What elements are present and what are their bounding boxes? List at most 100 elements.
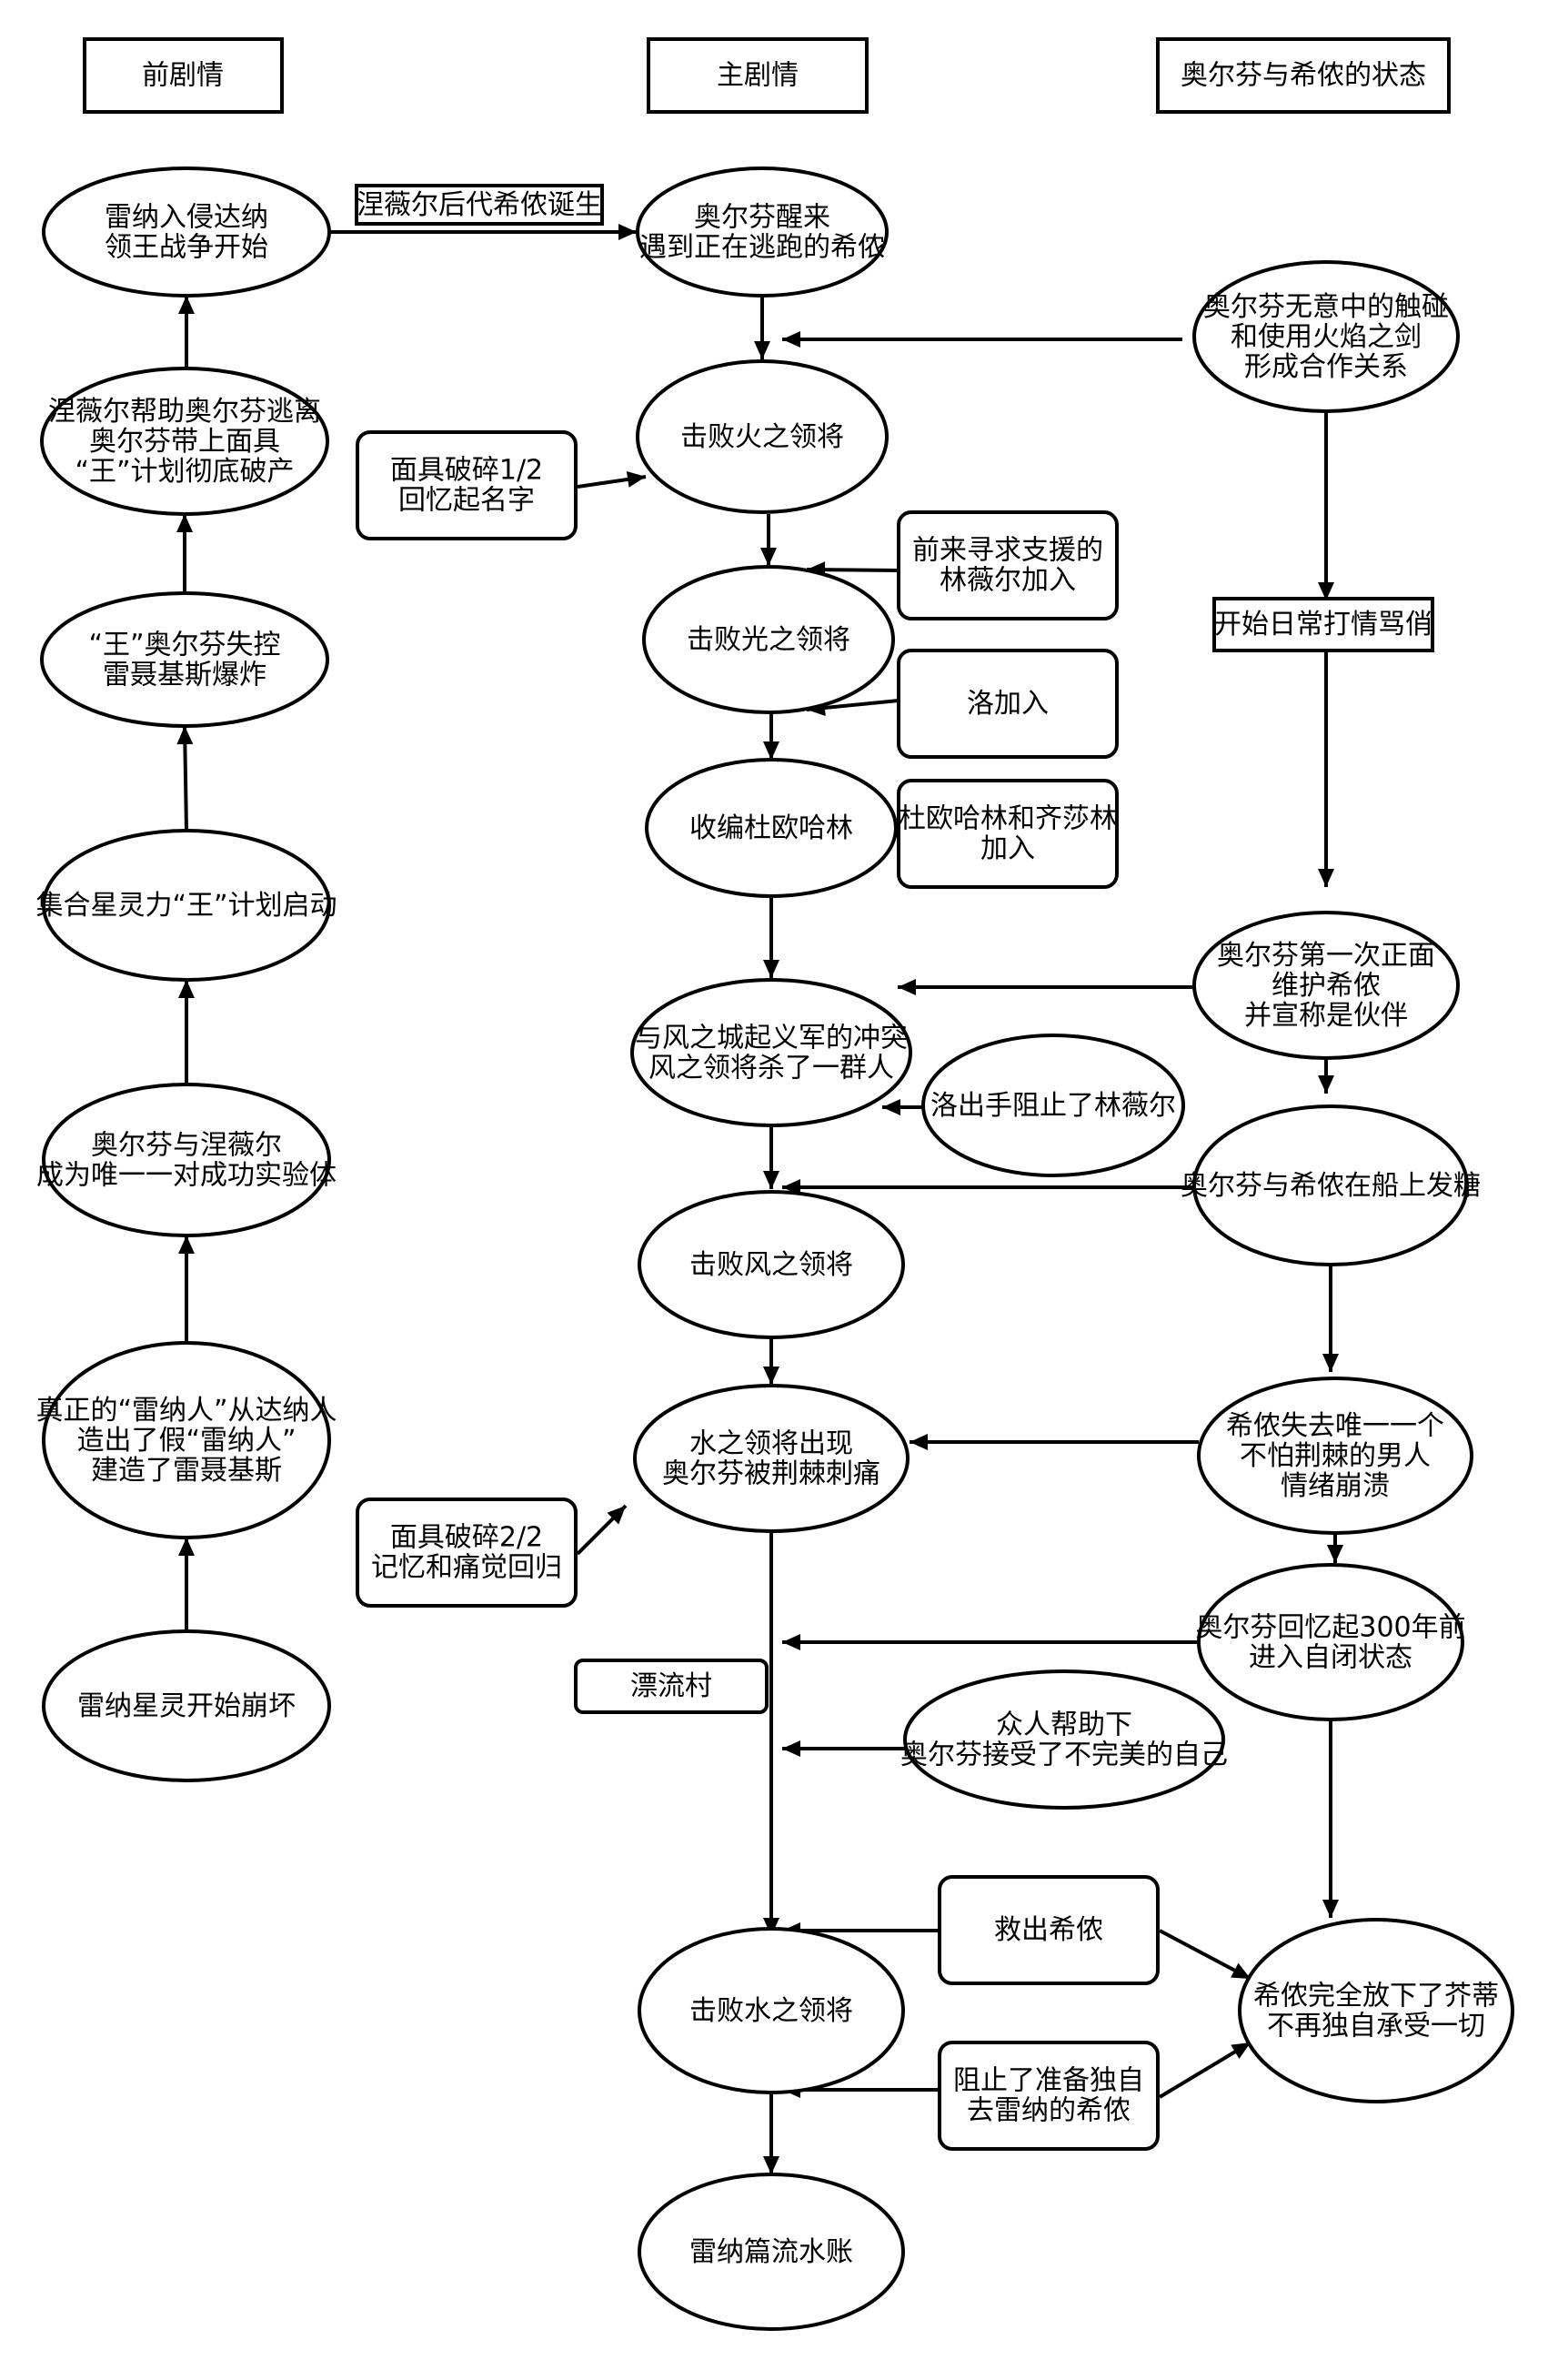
arrowhead bbox=[178, 980, 195, 998]
main-node-light: 击败光之领将 bbox=[642, 565, 895, 714]
prequel-node-escape: 涅薇尔帮助奥尔芬逃离奥尔芬带上面具“王”计划彻底破产 bbox=[40, 367, 329, 516]
arrowhead bbox=[178, 1538, 195, 1556]
header-prequel-label: 前剧情 bbox=[142, 60, 224, 92]
edge-label-birth: 涅薇尔后代希侬诞生 bbox=[355, 184, 604, 226]
arrowhead bbox=[754, 341, 770, 359]
text-line: 集合星灵力“王”计划启动 bbox=[35, 890, 337, 922]
arrowhead bbox=[763, 960, 779, 978]
prequel-node-collapse-text: 雷纳星灵开始崩坏 bbox=[77, 1690, 296, 1722]
status-node-ship: 奥尔芬与希侬在船上发糖 bbox=[1181, 1104, 1481, 1266]
text-line: 与风之城起义军的冲突 bbox=[635, 1022, 908, 1054]
text-line: 洛出手阻止了林薇尔 bbox=[930, 1090, 1176, 1122]
side-village-text: 漂流村 bbox=[630, 1670, 712, 1702]
side-rescue-text: 救出希侬 bbox=[994, 1914, 1103, 1946]
main-node-water-text: 击败水之领将 bbox=[689, 1995, 853, 2027]
main-node-wind: 击败风之领将 bbox=[638, 1190, 905, 1339]
text-line: 涅薇尔后代希侬诞生 bbox=[357, 189, 602, 221]
text-line: 奥尔芬无意中的触碰 bbox=[1203, 291, 1449, 323]
text-line: 阻止了准备独自 bbox=[953, 2064, 1144, 2096]
text-line: 进入自闭状态 bbox=[1249, 1641, 1412, 1673]
text-line: 形成合作关系 bbox=[1244, 351, 1408, 383]
status-node-let-go: 希侬完全放下了芥蒂不再独自承受一切 bbox=[1238, 1918, 1514, 2103]
main-node-rena-text: 雷纳篇流水账 bbox=[689, 2236, 853, 2268]
text-line: 领王战争开始 bbox=[105, 231, 268, 263]
prequel-node-escape-text: 涅薇尔帮助奥尔芬逃离奥尔芬带上面具“王”计划彻底破产 bbox=[48, 396, 321, 488]
arrowhead bbox=[763, 741, 779, 760]
text-line: 风之领将杀了一群人 bbox=[648, 1052, 894, 1084]
arrowhead bbox=[1322, 1354, 1339, 1372]
text-line: 不怕荆棘的男人 bbox=[1240, 1440, 1431, 1472]
arrowhead bbox=[882, 1099, 900, 1115]
text-line: 建造了雷聂基斯 bbox=[91, 1455, 282, 1487]
status-node-protect-text: 奥尔芬第一次正面维护希侬并宣称是伙伴 bbox=[1217, 940, 1435, 1032]
side-duo-text: 杜欧哈林和齐莎林加入 bbox=[899, 802, 1117, 864]
text-line: 奥尔芬醒来 bbox=[694, 201, 830, 233]
text-line: 奥尔芬被荆棘刺痛 bbox=[662, 1457, 880, 1489]
main-node-duo-text: 收编杜欧哈林 bbox=[689, 812, 853, 844]
text-line: 漂流村 bbox=[630, 1670, 712, 1702]
text-line: 击败火之领将 bbox=[680, 421, 844, 453]
text-line: 奥尔芬带上面具 bbox=[89, 426, 280, 458]
main-node-awake-text: 奥尔芬醒来遇到正在逃跑的希侬 bbox=[639, 201, 885, 263]
arrowhead bbox=[763, 1171, 779, 1189]
status-node-let-go-text: 希侬完全放下了芥蒂不再独自承受一切 bbox=[1253, 1980, 1499, 2042]
side-accept-text: 众人帮助下奥尔芬接受了不完美的自己 bbox=[900, 1709, 1228, 1770]
header-main: 主剧情 bbox=[647, 37, 869, 114]
arrowhead bbox=[178, 296, 195, 314]
side-accept: 众人帮助下奥尔芬接受了不完美的自己 bbox=[900, 1669, 1228, 1810]
edge-label-birth-text: 涅薇尔后代希侬诞生 bbox=[357, 189, 602, 221]
status-node-partner: 奥尔芬无意中的触碰和使用火焰之剑形成合作关系 bbox=[1192, 260, 1460, 413]
arrowhead bbox=[1318, 869, 1334, 887]
arrowhead bbox=[1231, 1962, 1251, 1979]
text-line: 维护希侬 bbox=[1271, 970, 1381, 1002]
text-line: 遇到正在逃跑的希侬 bbox=[639, 231, 885, 263]
arrowhead bbox=[763, 1367, 779, 1385]
text-line: 击败水之领将 bbox=[689, 1995, 853, 2027]
main-node-water-appear-text: 水之领将出现奥尔芬被荆棘刺痛 bbox=[662, 1427, 880, 1489]
prequel-node-king-plan: 集合星灵力“王”计划启动 bbox=[35, 829, 337, 982]
header-prequel: 前剧情 bbox=[83, 37, 284, 114]
text-line: 杜欧哈林和齐莎林 bbox=[899, 802, 1117, 834]
header-status-label: 奥尔芬与希侬的状态 bbox=[1181, 60, 1426, 92]
status-node-ship-text: 奥尔芬与希侬在船上发糖 bbox=[1181, 1170, 1481, 1202]
side-lin: 前来寻求支援的林薇尔加入 bbox=[897, 510, 1119, 620]
text-line: 林薇尔加入 bbox=[940, 564, 1076, 596]
text-line: 面具破碎1/2 bbox=[390, 454, 543, 486]
side-stop: 阻止了准备独自去雷纳的希侬 bbox=[938, 2041, 1160, 2151]
text-line: 击败风之领将 bbox=[689, 1249, 853, 1281]
status-node-partner-text: 奥尔芬无意中的触碰和使用火焰之剑形成合作关系 bbox=[1203, 291, 1449, 383]
text-line: “王”奥尔芬失控 bbox=[88, 629, 280, 661]
main-node-water-appear: 水之领将出现奥尔芬被荆棘刺痛 bbox=[633, 1384, 910, 1533]
arrowhead bbox=[760, 548, 777, 566]
text-line: 众人帮助下 bbox=[996, 1709, 1132, 1740]
status-node-flirt: 开始日常打情骂俏 bbox=[1212, 597, 1434, 652]
side-duo: 杜欧哈林和齐莎林加入 bbox=[897, 779, 1119, 889]
prequel-node-king-lost: “王”奥尔芬失控雷聂基斯爆炸 bbox=[40, 591, 329, 728]
prequel-node-war: 雷纳入侵达纳领王战争开始 bbox=[42, 166, 331, 298]
prequel-node-king-plan-text: 集合星灵力“王”计划启动 bbox=[35, 890, 337, 922]
text-line: 雷纳篇流水账 bbox=[689, 2236, 853, 2268]
main-node-duo: 收编杜欧哈林 bbox=[645, 758, 898, 898]
main-node-wind-conflict: 与风之城起义军的冲突风之领将杀了一群人 bbox=[630, 978, 912, 1127]
text-line: 希侬失去唯一一个 bbox=[1226, 1410, 1444, 1442]
prequel-node-collapse: 雷纳星灵开始崩坏 bbox=[42, 1629, 331, 1782]
main-node-wind-text: 击败风之领将 bbox=[689, 1249, 853, 1281]
arrowhead bbox=[782, 331, 800, 348]
arrowhead bbox=[898, 979, 916, 995]
main-node-rena: 雷纳篇流水账 bbox=[638, 2173, 905, 2331]
text-line: 洛加入 bbox=[967, 688, 1049, 720]
status-node-withdrawn-text: 奥尔芬回忆起300年前进入自闭状态 bbox=[1195, 1611, 1465, 1673]
side-rescue: 救出希侬 bbox=[938, 1875, 1160, 1985]
arrowhead bbox=[782, 1740, 800, 1757]
text-line: 造出了假“雷纳人” bbox=[76, 1425, 296, 1457]
prequel-node-experiment: 奥尔芬与涅薇尔成为唯一一对成功实验体 bbox=[36, 1083, 337, 1237]
arrowhead bbox=[607, 1506, 626, 1525]
arrowhead bbox=[626, 470, 646, 488]
side-luo-stop: 洛出手阻止了林薇尔 bbox=[921, 1034, 1185, 1177]
side-luo: 洛加入 bbox=[897, 649, 1119, 759]
